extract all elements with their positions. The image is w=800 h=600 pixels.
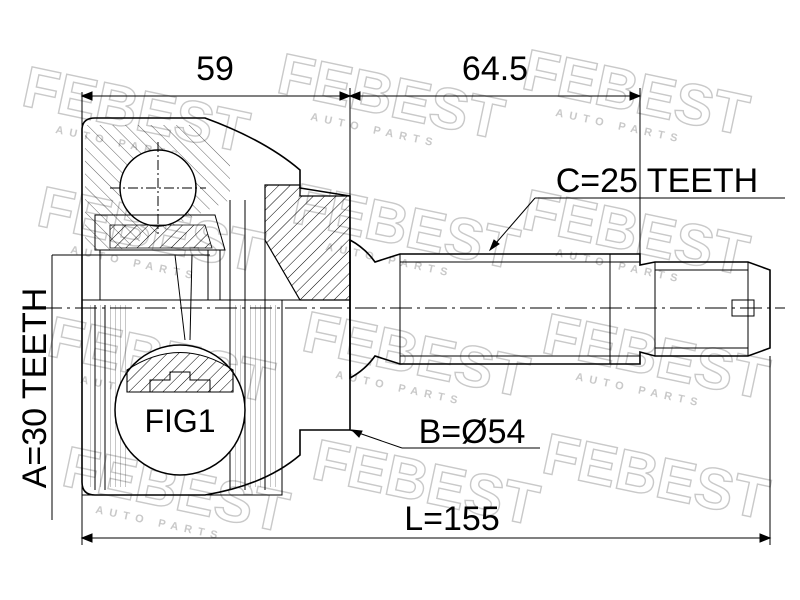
label-fig1: FIG1 [144,403,215,439]
dim-overall-length: L=155 [404,500,500,538]
label-abs-ring: B=Ø54 [419,413,526,451]
label-outer-spline: C=25 TEETH [556,162,759,200]
febest-watermark: FEBEST AUTO PARTS FEBEST AUTO PARTS FEBE… [17,36,776,546]
dimension-lines [51,88,785,545]
svg-text:FEBEST: FEBEST [537,421,774,532]
stub-shaft [349,238,771,380]
fig1-detail [114,344,246,476]
label-inner-spline: A=30 TEETH [16,288,54,489]
dim-64-5: 64.5 [462,50,528,88]
dim-59: 59 [196,50,234,88]
